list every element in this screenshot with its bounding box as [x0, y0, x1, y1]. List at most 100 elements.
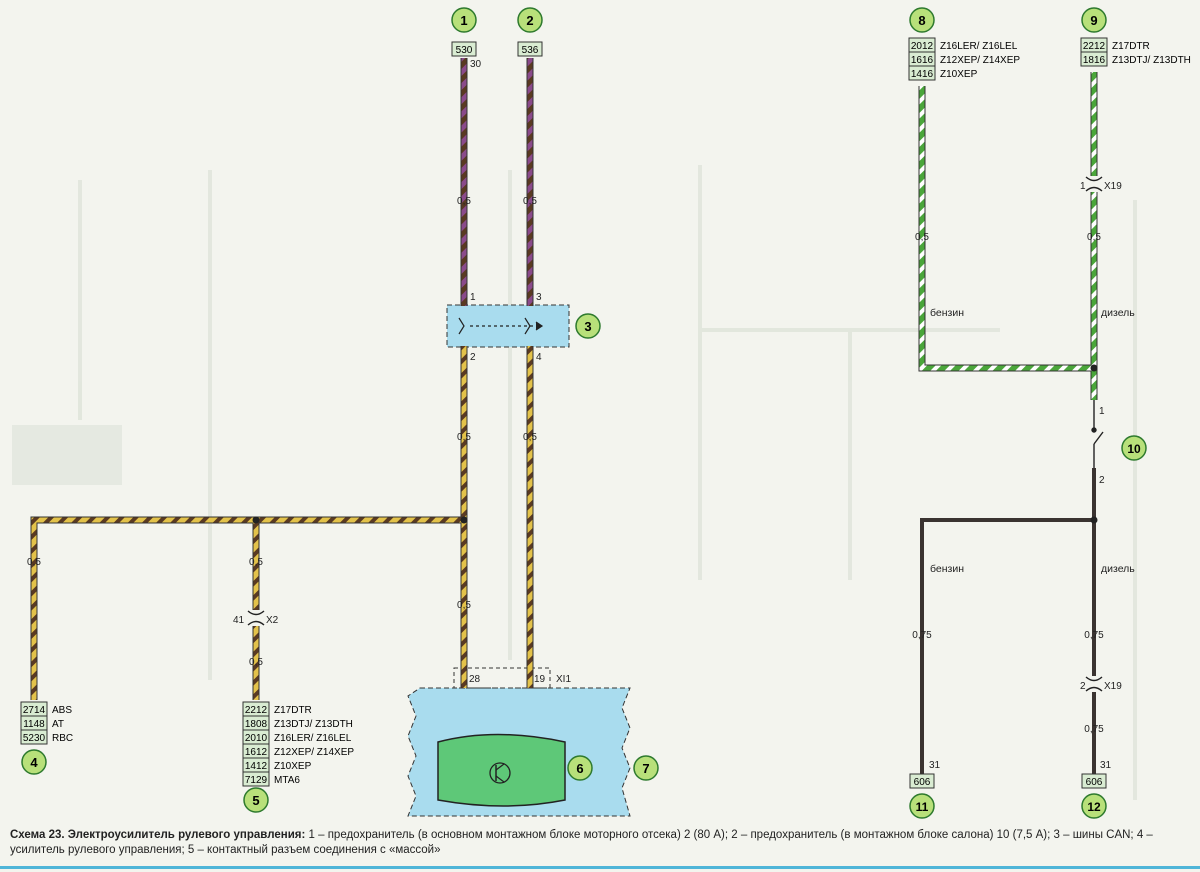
pin-number: 31 — [929, 760, 941, 771]
x19-connector-bottom — [1085, 676, 1103, 692]
fuel-label-petrol: бензин — [930, 563, 964, 575]
fuel-label-diesel: дизель — [1101, 307, 1135, 319]
code-text: 1412 — [245, 761, 268, 772]
code-list-row: 1808 Z13DTJ/ Z13DTH — [242, 715, 353, 731]
wire-size-label: 0,5 — [27, 557, 41, 568]
code-text: 1808 — [245, 719, 268, 730]
code-label: RBC — [52, 733, 73, 744]
wire-size-label: 0,5 — [249, 557, 263, 568]
bubble-label: 1 — [460, 13, 467, 28]
wire-size-label: 0,5 — [457, 600, 471, 611]
code-text: 2212 — [1083, 41, 1106, 52]
bubble-label: 11 — [916, 800, 929, 814]
code-text: 1816 — [1083, 55, 1106, 66]
pin-number: 3 — [536, 292, 542, 303]
wire-size-label: 0,5 — [523, 196, 537, 207]
bubble-12: 12 — [1081, 793, 1107, 819]
bubble-4: 4 — [21, 749, 47, 775]
code-label: Z16LER/ Z16LEL — [274, 733, 352, 744]
x2-connector — [247, 610, 265, 626]
code-label: Z10XEP — [940, 69, 978, 80]
background-ghost-lines — [12, 165, 1137, 800]
bubble-10: 10 — [1121, 435, 1147, 461]
wire-size-label: 0,5 — [249, 657, 263, 668]
fuel-label-petrol: бензин — [930, 307, 964, 319]
pin-number: 31 — [1100, 760, 1112, 771]
connector-name: X19 — [1104, 681, 1122, 692]
code-box-c11: 606 — [909, 773, 935, 789]
x19-connector-top — [1085, 176, 1103, 192]
wires — [30, 58, 1098, 774]
bubble-9: 9 — [1081, 7, 1107, 33]
pin-number: 1 — [1080, 181, 1086, 192]
fuel-label-diesel: дизель — [1101, 563, 1135, 575]
bubble-label: 12 — [1087, 800, 1101, 814]
bubble-5: 5 — [243, 787, 269, 813]
switch-10 — [1091, 400, 1104, 468]
code-box-c2: 536 — [517, 41, 543, 57]
bubble-label: 7 — [642, 761, 649, 776]
bubble-label: 9 — [1090, 13, 1097, 28]
code-text: 7129 — [245, 775, 268, 786]
code-text: 2212 — [245, 705, 268, 716]
code-box-c12: 606 — [1081, 773, 1107, 789]
code-label: MTA6 — [274, 775, 300, 786]
pin-number: 28 — [469, 674, 481, 685]
code-text: 606 — [1086, 777, 1103, 788]
wire-size-label: 0,5 — [457, 196, 471, 207]
pin-number: 41 — [233, 615, 245, 626]
transistor-icon — [489, 762, 511, 784]
pin-number: 19 — [534, 674, 546, 685]
connector-name: X2 — [266, 615, 279, 626]
bubble-11: 11 — [909, 793, 935, 819]
code-box — [1080, 51, 1108, 67]
bottom-divider — [0, 866, 1200, 869]
code-list-row: 2212 Z17DTR — [242, 701, 312, 717]
xi1-connector-outline — [453, 667, 551, 689]
wire-size-label: 0,75 — [1084, 630, 1104, 641]
code-box-c1: 530 — [451, 41, 477, 57]
junction-dot — [460, 516, 468, 524]
can-bus-internals — [458, 317, 544, 335]
bubble-label: 6 — [576, 761, 583, 776]
bubble-label: 4 — [30, 755, 38, 770]
connector-name: XI1 — [556, 674, 571, 685]
code-text: 1616 — [911, 55, 934, 66]
bubble-6: 6 — [567, 755, 593, 781]
bubble-label: 5 — [252, 793, 259, 808]
code-label: Z12XEP/ Z14XEP — [274, 747, 354, 758]
code-label: Z16LER/ Z16LEL — [940, 41, 1018, 52]
code-box — [242, 771, 270, 787]
code-text: 1148 — [23, 719, 45, 730]
wire-size-label: 0,5 — [1087, 232, 1101, 243]
pin-number: 1 — [1099, 406, 1105, 417]
wire-size-label: 0,75 — [912, 630, 932, 641]
code-text: 530 — [456, 45, 473, 56]
code-label: Z12XEP/ Z14XEP — [940, 55, 1020, 66]
bubble-label: 3 — [584, 319, 591, 334]
code-list-row: 1616 Z12XEP/ Z14XEP — [908, 51, 1020, 67]
bubble-label: 10 — [1127, 442, 1141, 456]
code-label: Z17DTR — [1112, 41, 1150, 52]
code-label: Z13DTJ/ Z13DTH — [274, 719, 353, 730]
caption-title: Схема 23. Электроусилитель рулевого упра… — [10, 829, 306, 841]
pin-number: 30 — [470, 59, 482, 70]
pin-number: 4 — [536, 352, 542, 363]
code-label: Z17DTR — [274, 705, 312, 716]
pin-number: 2 — [1099, 475, 1105, 486]
figure-caption: Схема 23. Электроусилитель рулевого упра… — [10, 828, 1190, 858]
pin-number: 2 — [470, 352, 476, 363]
wire-size-label: 0,75 — [1084, 724, 1104, 735]
